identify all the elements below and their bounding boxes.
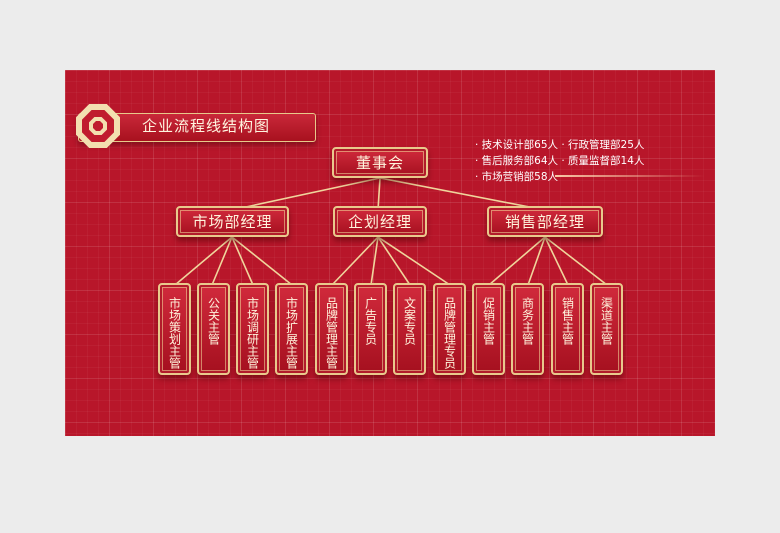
node-staff-label: 市场策划主管 xyxy=(167,297,182,369)
node-staff-label: 渠道主管 xyxy=(599,297,614,345)
node-staff: 市场策划主管 xyxy=(158,283,191,375)
node-staff: 文案专员 xyxy=(393,283,426,375)
node-staff: 促销主管 xyxy=(472,283,505,375)
node-staff-label: 文案专员 xyxy=(402,297,417,345)
node-staff: 公关主管 xyxy=(197,283,230,375)
octagon-logo-center xyxy=(93,121,103,131)
stats-list: · 技术设计部65人 · 行政管理部25人 · 售后服务部64人 · 质量监督部… xyxy=(475,137,644,185)
node-staff-label: 品牌管理专员 xyxy=(442,297,457,369)
stats-line: · 售后服务部64人 · 质量监督部14人 xyxy=(475,155,645,167)
node-staff-label: 商务主管 xyxy=(520,297,535,345)
node-staff: 品牌管理专员 xyxy=(433,283,466,375)
node-staff: 渠道主管 xyxy=(590,283,623,375)
node-staff-label: 品牌管理主管 xyxy=(324,297,339,369)
node-staff-label: 广告专员 xyxy=(363,297,378,345)
node-staff: 市场扩展主管 xyxy=(275,283,308,375)
stats-line: · 技术设计部65人 · 行政管理部25人 xyxy=(475,139,645,151)
node-staff: 销售主管 xyxy=(551,283,584,375)
node-staff: 市场调研主管 xyxy=(236,283,269,375)
node-staff-label: 促销主管 xyxy=(481,297,496,345)
node-manager-marketing: 市场部经理 xyxy=(176,206,289,237)
node-staff-label: 公关主管 xyxy=(206,297,221,345)
node-staff: 品牌管理主管 xyxy=(315,283,348,375)
light-streak xyxy=(555,175,705,177)
node-staff-label: 销售主管 xyxy=(560,297,575,345)
node-manager-sales: 销售部经理 xyxy=(487,206,603,237)
node-staff: 商务主管 xyxy=(511,283,544,375)
node-staff-label: 市场调研主管 xyxy=(245,297,260,369)
node-root: 董事会 xyxy=(332,147,428,178)
node-manager-planning: 企划经理 xyxy=(333,206,427,237)
page-title: 企业流程线结构图 xyxy=(142,117,271,135)
stats-line: · 市场营销部58人 xyxy=(475,171,559,183)
node-staff-label: 市场扩展主管 xyxy=(284,297,299,369)
node-staff: 广告专员 xyxy=(354,283,387,375)
